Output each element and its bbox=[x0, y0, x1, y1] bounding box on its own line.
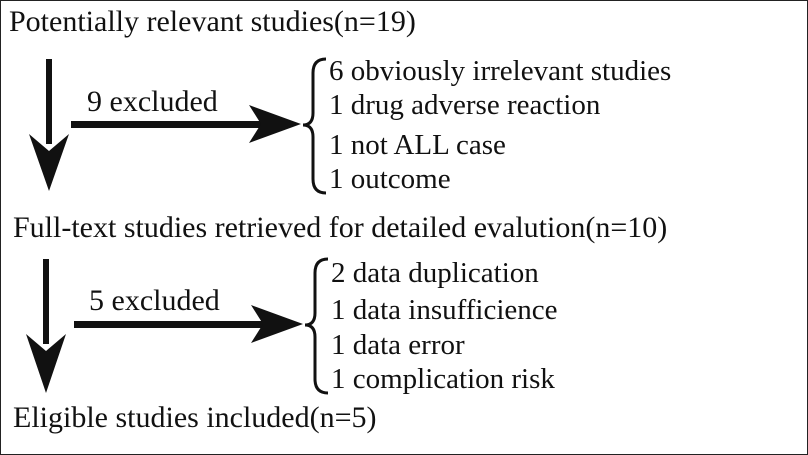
exclusion-1-reason: 1 outcome bbox=[329, 163, 451, 195]
exclusion-1-reason: 1 not ALL case bbox=[329, 129, 506, 161]
exclusion-1-reason: 6 obviously irrelevant studies bbox=[329, 55, 672, 87]
brace-1 bbox=[302, 57, 327, 195]
stage-2-label: Full-text studies retrieved for detailed… bbox=[13, 211, 668, 244]
exclusion-2-reason: 1 data insufficience bbox=[331, 294, 558, 326]
exclusion-2-label: 5 excluded bbox=[89, 284, 220, 317]
stage-3-label: Eligible studies included(n=5) bbox=[13, 401, 377, 434]
down-arrow-2 bbox=[26, 259, 66, 393]
right-arrow-2 bbox=[74, 305, 303, 343]
brace-2 bbox=[304, 257, 329, 395]
exclusion-1-label: 9 excluded bbox=[87, 85, 218, 118]
exclusion-2-reason: 2 data duplication bbox=[331, 257, 539, 289]
stage-1-label: Potentially relevant studies(n=19) bbox=[9, 5, 416, 38]
down-arrow-1 bbox=[29, 59, 69, 191]
right-arrow-1 bbox=[71, 105, 301, 143]
exclusion-2-reason: 1 data error bbox=[331, 329, 465, 361]
exclusion-2-reason: 1 complication risk bbox=[331, 363, 555, 395]
exclusion-1-reason: 1 drug adverse reaction bbox=[329, 89, 601, 121]
